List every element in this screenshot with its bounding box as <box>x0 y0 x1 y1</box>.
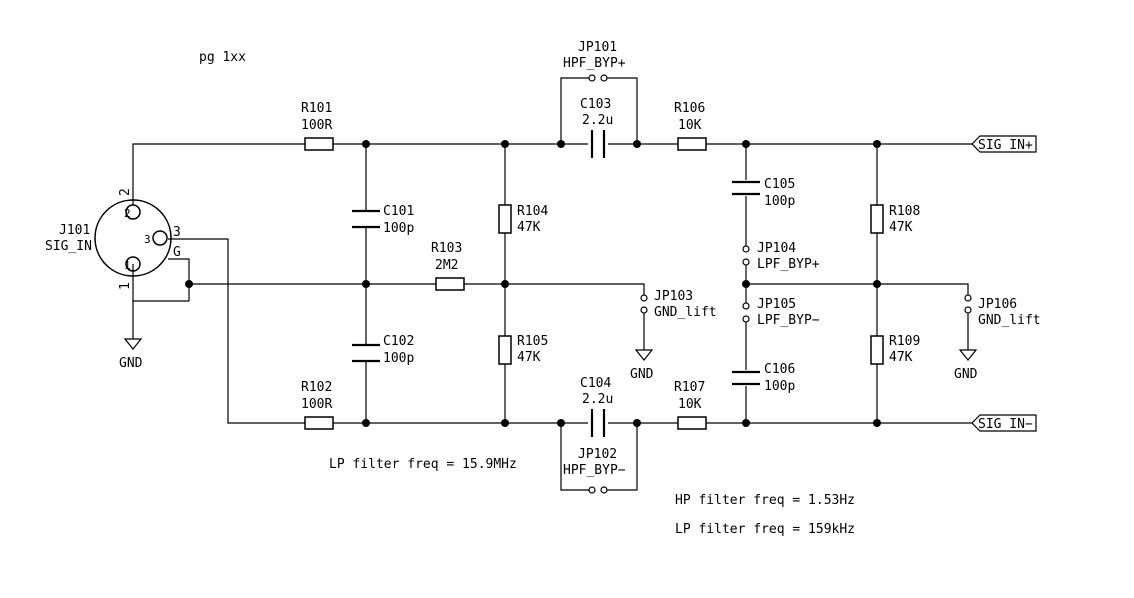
j101-pin-1-number: 1 <box>118 282 133 290</box>
c104-value: 2.2u <box>582 392 613 407</box>
j101-pin-g-number: G <box>173 245 181 260</box>
r108-ref: R108 <box>889 204 920 219</box>
c102-value: 100p <box>383 351 414 366</box>
r101-value: 100R <box>301 118 332 133</box>
connector-pin-1 <box>125 256 141 272</box>
r103-value: 2M2 <box>435 258 458 273</box>
ground-icon: GND <box>630 349 654 382</box>
connector-j101: 2 3 1 2 1 3 G J101 SIG_IN <box>45 188 181 290</box>
r107-value: 10K <box>678 397 702 412</box>
sig-in-pos-text: SIG_IN+ <box>978 138 1033 153</box>
jp102-ref: JP102 <box>578 447 617 462</box>
jp106-ref: JP106 <box>978 297 1017 312</box>
gnd-label-1: GND <box>119 356 143 371</box>
r103-ref: R103 <box>431 241 462 256</box>
connector-pin-3 <box>152 230 168 246</box>
r106-ref: R106 <box>674 101 705 116</box>
c102-ref: C102 <box>383 334 414 349</box>
c106-value: 100p <box>764 379 795 394</box>
jp102-value: HPF_BYP− <box>563 463 626 478</box>
r102-value: 100R <box>301 397 332 412</box>
jp105-ref: JP105 <box>757 297 796 312</box>
j101-ref: J101 <box>59 223 90 238</box>
wires <box>132 77 972 491</box>
resistor-r104: R104 47K <box>498 204 548 235</box>
r102-ref: R102 <box>301 380 332 395</box>
j101-pin-1-label: 1 <box>124 259 131 272</box>
capacitor-c105: C105 100p <box>732 177 795 209</box>
c105-value: 100p <box>764 194 795 209</box>
c101-ref: C101 <box>383 204 414 219</box>
jumper-jp103: JP103 GND_lift <box>640 289 717 320</box>
net-label-sig-in-neg: SIG_IN− <box>971 414 1037 432</box>
connector-pin-2 <box>125 204 141 220</box>
jumper-jp101: JP101 HPF_BYP+ <box>563 40 626 82</box>
r101-ref: R101 <box>301 101 332 116</box>
gnd-label-2: GND <box>630 367 654 382</box>
r107-ref: R107 <box>674 380 705 395</box>
resistor-r105: R105 47K <box>498 334 548 365</box>
r109-value: 47K <box>889 350 913 365</box>
j101-value: SIG_IN <box>45 239 92 254</box>
resistor-r107: R107 10K <box>674 380 707 430</box>
r106-value: 10K <box>678 118 702 133</box>
j101-pin-2-label: 2 <box>124 207 131 220</box>
r109-ref: R109 <box>889 334 920 349</box>
gnd-label-3: GND <box>954 367 978 382</box>
jp103-ref: JP103 <box>654 289 693 304</box>
junctions <box>185 140 881 427</box>
capacitor-c102: C102 100p <box>352 334 414 366</box>
jp105-value: LPF_BYP− <box>757 313 820 328</box>
note-lp-filter-1: LP filter freq = 15.9MHz <box>329 457 517 472</box>
jp103-value: GND_lift <box>654 305 717 320</box>
j101-pin-3-label: 3 <box>144 233 151 246</box>
jp101-ref: JP101 <box>578 40 617 55</box>
c105-ref: C105 <box>764 177 795 192</box>
j101-pin-2-number: 2 <box>118 188 133 196</box>
jumper-jp105: JP105 LPF_BYP− <box>742 297 820 328</box>
jp104-value: LPF_BYP+ <box>757 257 820 272</box>
c101-value: 100p <box>383 221 414 236</box>
sig-in-neg-text: SIG_IN− <box>978 417 1033 432</box>
resistor-r106: R106 10K <box>674 101 707 151</box>
c103-ref: C103 <box>580 97 611 112</box>
connector-body <box>94 199 172 277</box>
c106-ref: C106 <box>764 362 795 377</box>
resistor-r101: R101 100R <box>301 101 334 151</box>
j101-pin-3-number: 3 <box>173 225 181 240</box>
net-label-sig-in-pos: SIG_IN+ <box>971 135 1037 153</box>
note-lp-filter-2: LP filter freq = 159kHz <box>675 522 855 537</box>
r104-value: 47K <box>517 220 541 235</box>
page-label: pg 1xx <box>199 50 246 65</box>
capacitor-c106: C106 100p <box>732 362 795 394</box>
r105-value: 47K <box>517 350 541 365</box>
capacitor-c104: C104 2.2u <box>580 376 613 437</box>
resistor-r109: R109 47K <box>870 334 920 365</box>
jp104-ref: JP104 <box>757 241 796 256</box>
note-hp-filter: HP filter freq = 1.53Hz <box>675 493 855 508</box>
capacitor-c101: C101 100p <box>352 204 414 236</box>
ground-icon: GND <box>119 338 143 371</box>
r104-ref: R104 <box>517 204 548 219</box>
resistor-r102: R102 100R <box>301 380 334 430</box>
r108-value: 47K <box>889 220 913 235</box>
jp106-value: GND_lift <box>978 313 1041 328</box>
r105-ref: R105 <box>517 334 548 349</box>
jumper-jp104: JP104 LPF_BYP+ <box>742 241 820 272</box>
resistor-r108: R108 47K <box>870 204 920 235</box>
jumper-jp106: JP106 GND_lift <box>964 294 1041 328</box>
capacitor-c103: C103 2.2u <box>580 97 613 158</box>
jumper-jp102: JP102 HPF_BYP− <box>563 447 626 494</box>
resistor-r103: R103 2M2 <box>431 241 465 291</box>
ground-icon: GND <box>954 349 978 382</box>
jp101-value: HPF_BYP+ <box>563 56 626 71</box>
c103-value: 2.2u <box>582 113 613 128</box>
c104-ref: C104 <box>580 376 611 391</box>
